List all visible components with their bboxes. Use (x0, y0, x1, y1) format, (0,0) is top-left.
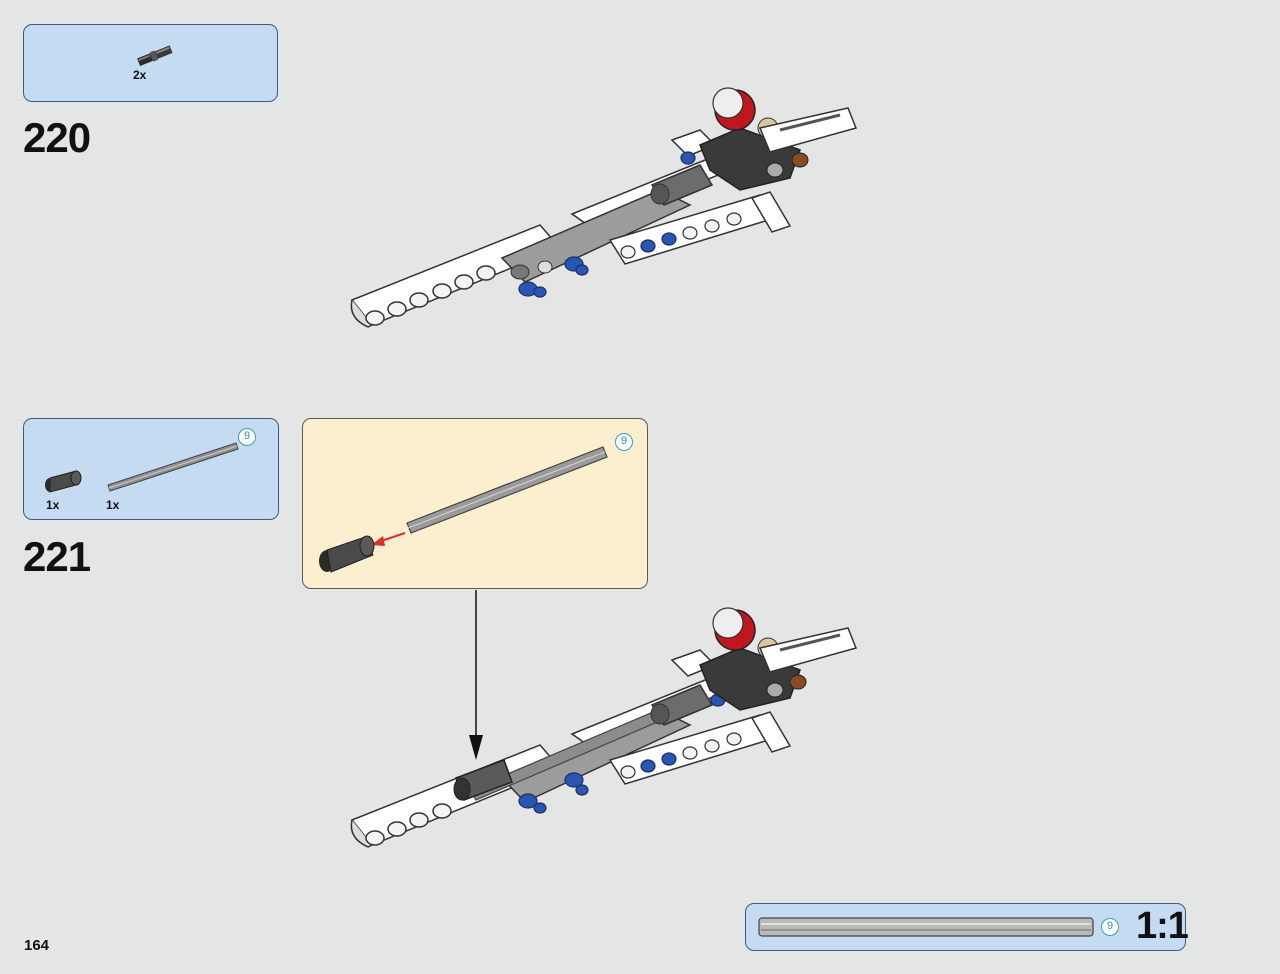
sub-assembly-callout: 9 (302, 418, 648, 589)
axle-9-actual-size (758, 917, 1094, 937)
axle-length-badge: 9 (615, 433, 633, 451)
axle-connector-part-icon (45, 470, 82, 493)
scale-label: 1:1 (1136, 905, 1189, 947)
axle-9-part-icon (107, 442, 239, 492)
axle-pin-part-icon (137, 45, 173, 66)
beam-holes (365, 265, 496, 326)
axle-into-connector-illustration (319, 446, 608, 573)
part-quantity: 1x (106, 498, 120, 512)
axle-length-badge: 9 (238, 428, 256, 446)
blue-pins (518, 151, 696, 298)
page-number: 164 (24, 937, 50, 954)
step-number-221: 221 (23, 533, 91, 580)
part-quantity: 1x (46, 498, 60, 512)
step-221-parts-box: 9 1x 1x (23, 418, 279, 520)
step-number-220: 220 (23, 114, 91, 161)
axle-length-badge: 9 (1101, 918, 1119, 936)
step-220-parts-box: 2x (23, 24, 278, 102)
scale-reference-box: 9 (745, 903, 1186, 951)
part-quantity: 2x (133, 68, 147, 82)
